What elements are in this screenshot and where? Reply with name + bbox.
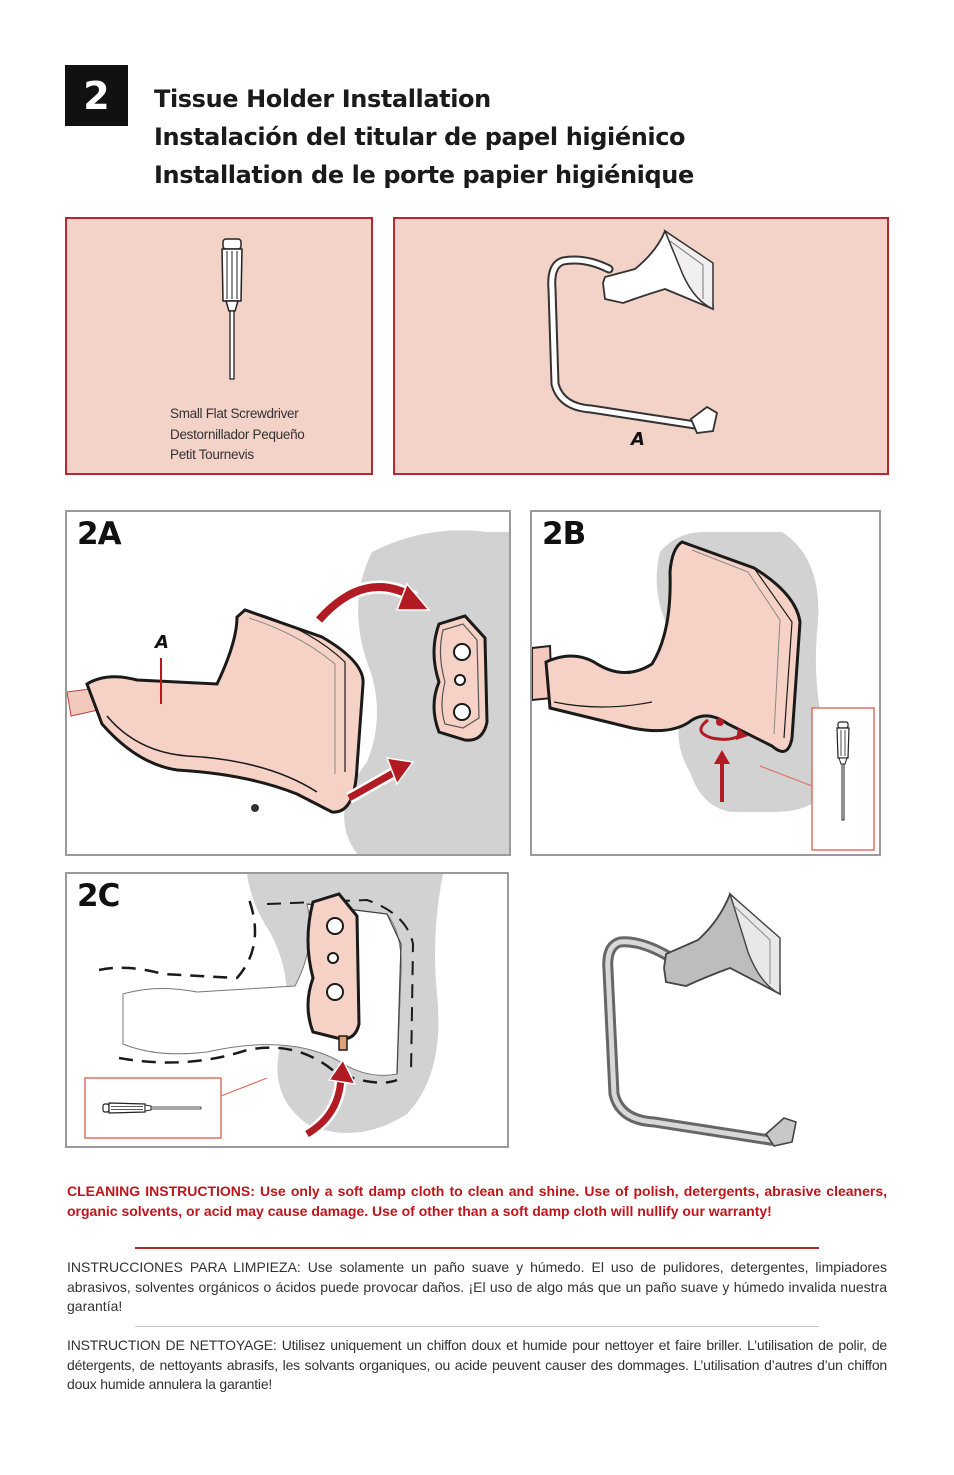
title-french: Installation de le porte papier higiéniq… — [154, 161, 694, 189]
screwdriver-icon — [221, 238, 243, 380]
divider-red — [135, 1247, 819, 1249]
tool-captions: Small Flat Screwdriver Destornillador Pe… — [170, 404, 305, 466]
step-2a-label: 2A — [77, 516, 122, 552]
tissue-holder-assembled-illustration — [602, 891, 797, 1147]
final-assembled-view — [570, 880, 830, 1150]
cleaning-instructions-spanish: INSTRUCCIONES PARA LIMPIEZA: Use solamen… — [67, 1259, 887, 1314]
step-2b-illustration — [532, 531, 875, 851]
part-letter-a: A — [631, 429, 645, 450]
step-2c-label: 2C — [77, 878, 120, 914]
divider-grey — [135, 1326, 819, 1327]
step-2b-panel: 2B — [530, 510, 881, 856]
parts-panel: A — [393, 217, 889, 475]
cleaning-instructions-english: CLEANING INSTRUCTIONS: Use only a soft d… — [67, 1183, 887, 1219]
step-number-badge: 2 — [65, 65, 128, 126]
tissue-holder-part-illustration — [547, 229, 719, 434]
step-2c-panel: 2C — [65, 872, 509, 1148]
title-spanish: Instalación del titular de papel higiéni… — [154, 123, 686, 151]
step-titles: Tissue Holder Installation Instalación d… — [154, 80, 694, 194]
tool-caption-fr: Petit Tournevis — [170, 447, 254, 462]
step-2a-panel: 2A A — [65, 510, 511, 856]
title-english: Tissue Holder Installation — [154, 85, 491, 113]
screwdriver-icon-horizontal — [102, 1102, 202, 1114]
screwdriver-icon-small — [836, 721, 850, 821]
tool-caption-en: Small Flat Screwdriver — [170, 406, 299, 421]
tool-caption-es: Destornillador Pequeño — [170, 426, 305, 442]
tools-required-panel: Small Flat Screwdriver Destornillador Pe… — [65, 217, 373, 475]
step-2a-part-letter: A — [155, 632, 169, 653]
step-2a-illustration — [67, 530, 509, 854]
step-2b-label: 2B — [542, 516, 586, 552]
cleaning-instructions-french: INSTRUCTION DE NETTOYAGE: Utilisez uniqu… — [67, 1337, 887, 1392]
step-2c-illustration — [84, 874, 443, 1140]
